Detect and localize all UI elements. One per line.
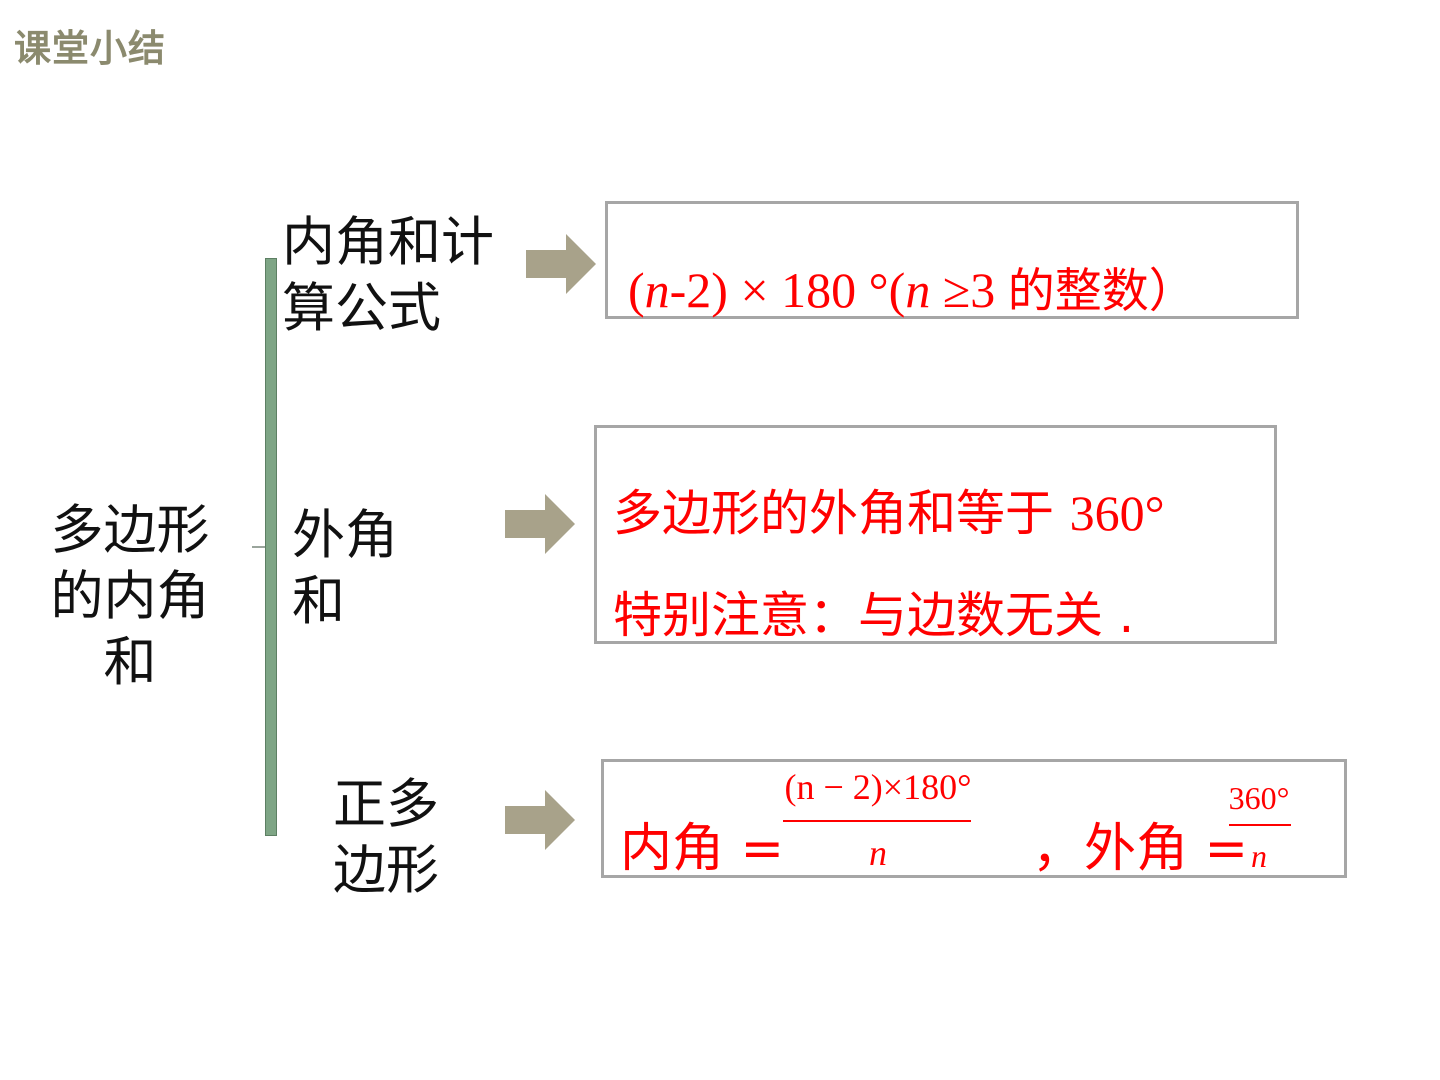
regular-interior-label: 内角 = bbox=[620, 819, 785, 879]
formula-variable-n: n bbox=[905, 262, 931, 318]
regular-polygon-box bbox=[601, 759, 1347, 878]
exterior-fraction-bar bbox=[1229, 824, 1291, 826]
branch-label-regular-polygon: 正多 边形 bbox=[326, 772, 446, 904]
statement-value: 360° bbox=[1069, 485, 1165, 541]
right-arrow-icon bbox=[505, 790, 575, 850]
formula-condition-text: 的整数） bbox=[1007, 264, 1196, 319]
right-arrow-icon bbox=[526, 234, 596, 294]
bracket-connector bbox=[252, 546, 266, 548]
exterior-sum-box bbox=[594, 425, 1277, 644]
bracket-bar bbox=[265, 258, 277, 836]
root-topic-line-1: 多边形 bbox=[50, 500, 210, 561]
root-topic-line-2: 的内角 bbox=[50, 566, 210, 627]
branch-label-line: 内角和计 bbox=[282, 212, 494, 273]
branch-label-line: 外角 bbox=[292, 505, 398, 566]
branch-label-line: 边形 bbox=[333, 840, 439, 901]
formula-part: ( bbox=[628, 262, 645, 318]
right-arrow-icon bbox=[505, 494, 575, 554]
formula-condition: ≥3 bbox=[930, 262, 1008, 318]
exterior-sum-note: 特别注意：与边数无关 . bbox=[613, 587, 1135, 644]
root-topic: 多边形 的内角 和 bbox=[40, 498, 220, 696]
interior-fraction-bar bbox=[783, 820, 971, 822]
branch-label-line: 算公式 bbox=[282, 278, 441, 339]
branch-label-line: 和 bbox=[292, 571, 345, 632]
branch-label-line: 正多 bbox=[333, 774, 439, 835]
formula-variable-n: n bbox=[644, 262, 670, 318]
regular-exterior-label: ，外角 = bbox=[1032, 819, 1249, 879]
interior-fraction-denominator: n bbox=[869, 833, 887, 873]
exterior-sum-statement: 多边形的外角和等于 360° bbox=[613, 474, 1165, 545]
branch-label-interior-sum: 内角和计 算公式 bbox=[282, 210, 522, 342]
interior-sum-formula: (n-2) × 180 °(n ≥3 的整数） bbox=[628, 252, 1196, 321]
exterior-fraction-denominator: n bbox=[1251, 838, 1267, 874]
statement-text: 多边形的外角和等于 bbox=[613, 485, 1070, 542]
formula-part: -2) × 180 °( bbox=[669, 262, 906, 318]
section-title: 课堂小结 bbox=[14, 27, 166, 70]
interior-sum-box bbox=[605, 201, 1299, 319]
root-topic-line-3: 和 bbox=[103, 632, 157, 693]
exterior-fraction-numerator: 360° bbox=[1228, 780, 1290, 816]
branch-label-exterior-sum: 外角 和 bbox=[292, 503, 432, 635]
interior-fraction-numerator: (n − 2)×180° bbox=[784, 767, 972, 807]
